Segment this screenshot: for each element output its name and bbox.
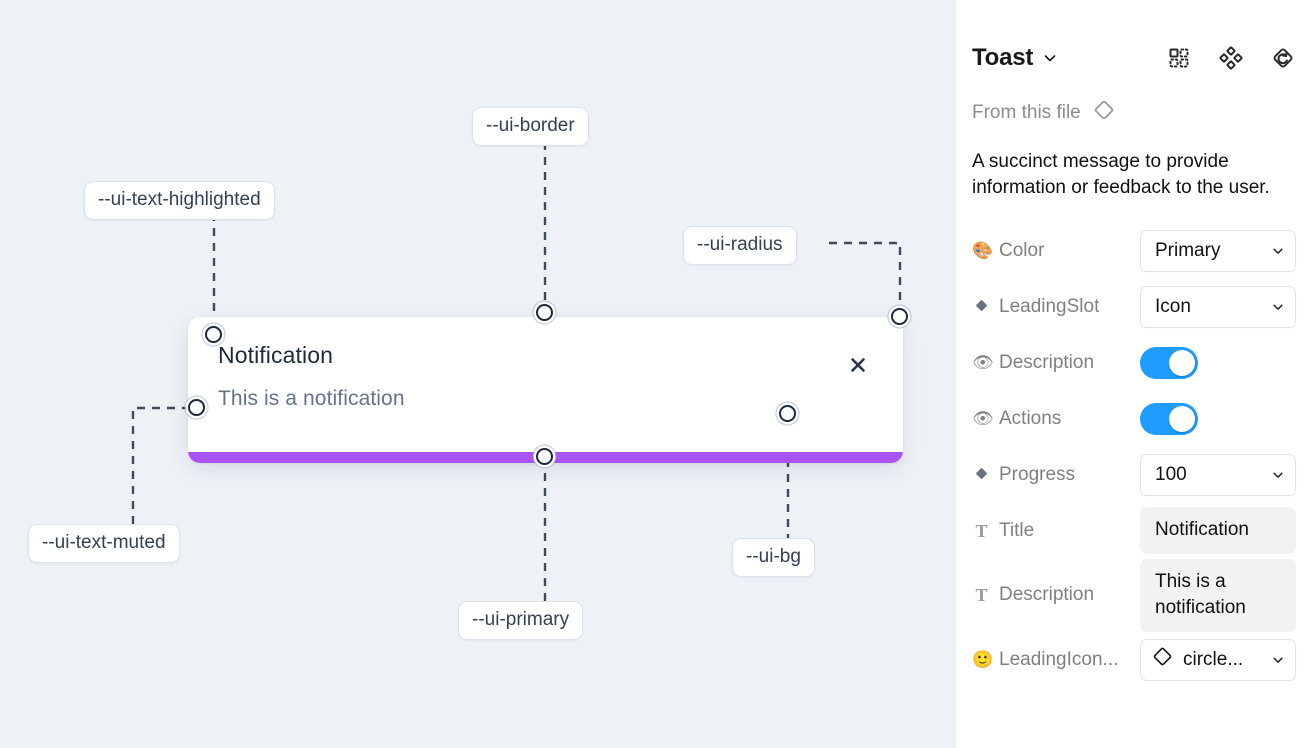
chevron-down-icon [1271, 653, 1285, 667]
property-row-leading-slot: LeadingSlot Icon [972, 279, 1296, 335]
color-select[interactable]: Primary [1140, 229, 1296, 272]
from-this-file-row[interactable]: From this file [972, 98, 1296, 127]
property-label-text: Title [999, 519, 1035, 541]
progress-select[interactable]: 100 [1140, 453, 1296, 496]
description-input[interactable]: This is a notification [1140, 558, 1296, 632]
from-this-file-label: From this file [972, 101, 1081, 123]
property-label-text: Color [999, 239, 1045, 261]
property-row-color: 🎨 Color Primary [972, 223, 1296, 279]
property-label-leading-icon: 🙂 LeadingIcon... [972, 649, 1140, 671]
property-row-progress: Progress 100 [972, 447, 1296, 503]
palette-icon: 🎨 [972, 241, 994, 261]
property-label-text: Actions [999, 407, 1062, 429]
property-label-text: LeadingSlot [999, 295, 1100, 317]
panel-title: Toast [972, 44, 1034, 71]
leading-icon-select-value: circle... [1183, 648, 1244, 670]
smiley-icon: 🙂 [972, 650, 994, 670]
token-pill-ui-radius[interactable]: --ui-radius [683, 226, 797, 265]
property-label-text: Description [999, 351, 1095, 373]
property-control-actions [1140, 402, 1296, 435]
leading-slot-select-value: Icon [1155, 295, 1191, 317]
component-description: A succinct message to provide informatio… [972, 151, 1270, 198]
diamond-icon [972, 466, 991, 484]
panel-header-actions [1166, 45, 1296, 71]
property-label-progress: Progress [972, 464, 1140, 486]
token-pill-ui-text-highlighted[interactable]: --ui-text-highlighted [84, 181, 275, 220]
toggle-knob [1169, 405, 1195, 432]
property-row-actions-visibility: 👁 Actions [972, 391, 1296, 447]
eye-icon: 👁 [972, 409, 994, 429]
property-row-title: T Title Notification [972, 503, 1296, 559]
chevron-down-icon[interactable] [1042, 50, 1058, 66]
property-label-description: 👁 Description [972, 352, 1140, 374]
actions-toggle[interactable] [1140, 402, 1198, 435]
chevron-down-icon [1271, 244, 1285, 258]
property-control-description-text: This is a notification [1140, 558, 1296, 632]
token-node-ui-radius[interactable] [891, 308, 908, 325]
property-row-description-text: T Description This is a notification [972, 558, 1296, 632]
token-pill-ui-primary[interactable]: --ui-primary [458, 601, 584, 640]
diamond-component-icon [1151, 645, 1174, 674]
panel-header: Toast [972, 30, 1296, 86]
property-row-leading-icon: 🙂 LeadingIcon... circle... [972, 632, 1296, 688]
description-toggle[interactable] [1140, 346, 1198, 379]
chevron-down-icon [1271, 468, 1285, 482]
toast-component-preview[interactable]: Notification This is a notification [188, 317, 903, 463]
progress-select-value: 100 [1155, 463, 1187, 485]
toast-description: This is a notification [218, 387, 405, 411]
property-label-text: LeadingIcon... [999, 648, 1119, 670]
token-node-ui-primary[interactable] [536, 448, 553, 465]
component-set-icon[interactable] [1166, 45, 1192, 71]
property-control-leading-icon: circle... [1140, 638, 1296, 681]
property-label-title: T Title [972, 520, 1140, 542]
toggle-knob [1169, 349, 1195, 376]
close-x-icon[interactable] [847, 354, 869, 376]
token-node-ui-border[interactable] [536, 304, 553, 321]
property-label-leading-slot: LeadingSlot [972, 296, 1140, 318]
reset-instance-icon[interactable] [1270, 45, 1296, 71]
variants-icon[interactable] [1218, 45, 1244, 71]
token-node-ui-text-highlighted[interactable] [205, 326, 222, 343]
property-control-progress: 100 [1140, 453, 1296, 496]
property-control-leading-slot: Icon [1140, 285, 1296, 328]
property-label-color: 🎨 Color [972, 240, 1140, 262]
token-pill-ui-border[interactable]: --ui-border [472, 107, 589, 146]
property-list: 🎨 Color Primary [972, 223, 1296, 688]
text-t-icon: T [975, 585, 988, 606]
color-select-value: Primary [1155, 239, 1221, 261]
token-pill-ui-text-muted[interactable]: --ui-text-muted [28, 524, 180, 563]
token-pill-ui-bg[interactable]: --ui-bg [732, 538, 815, 577]
diamond-component-icon [1092, 98, 1116, 127]
property-label-text: Description [999, 584, 1095, 606]
token-node-ui-bg[interactable] [779, 405, 796, 422]
title-input[interactable]: Notification [1140, 507, 1296, 554]
property-control-description [1140, 346, 1296, 379]
design-canvas[interactable]: Notification This is a notification --ui… [0, 0, 956, 748]
toast-content: Notification This is a notification [188, 317, 903, 463]
diamond-icon [972, 298, 991, 316]
token-node-ui-text-muted[interactable] [188, 399, 205, 416]
property-label-actions: 👁 Actions [972, 408, 1140, 430]
eye-icon: 👁 [972, 353, 994, 373]
leading-slot-select[interactable]: Icon [1140, 285, 1296, 328]
chevron-down-icon [1271, 300, 1285, 314]
property-label-text: Progress [999, 463, 1076, 485]
property-control-title: Notification [1140, 507, 1296, 554]
property-row-description-visibility: 👁 Description [972, 335, 1296, 391]
text-t-icon: T [975, 520, 988, 541]
toast-title: Notification [218, 342, 333, 368]
leading-icon-select[interactable]: circle... [1140, 638, 1296, 681]
properties-panel: Toast [956, 0, 1312, 748]
property-control-color: Primary [1140, 229, 1296, 272]
property-label-description-text: T Description [972, 584, 1140, 606]
